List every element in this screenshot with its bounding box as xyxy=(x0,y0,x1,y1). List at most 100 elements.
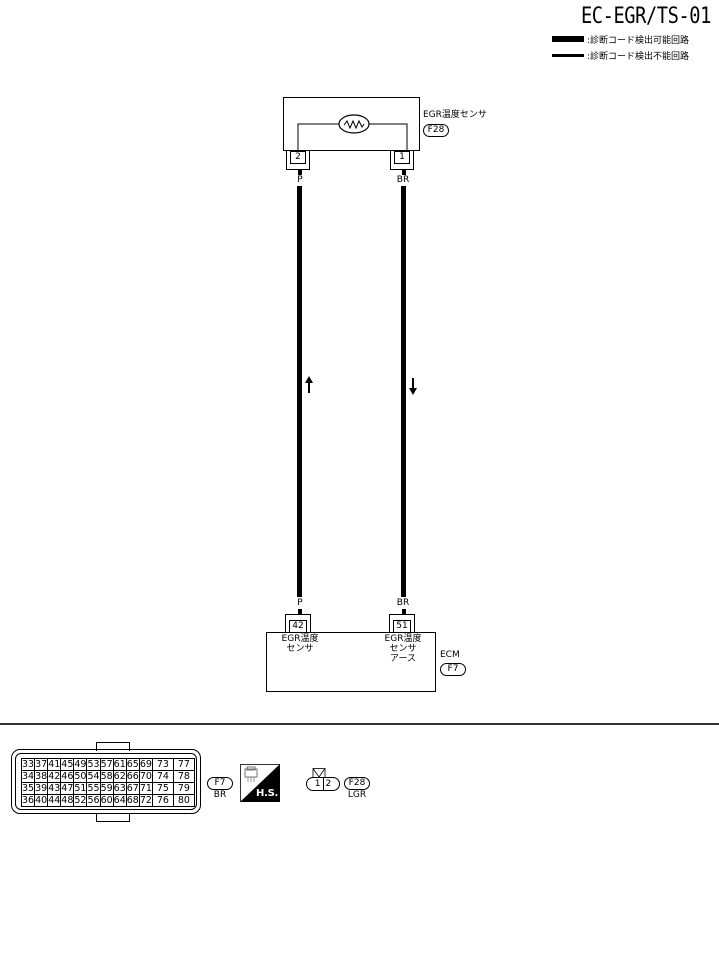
pin-cell: 64 xyxy=(112,794,127,807)
sensor-connector-badge: F28 xyxy=(423,124,449,137)
sensor-pin-2: 2 xyxy=(290,151,306,164)
connector-latch-bottom xyxy=(96,813,130,822)
f7-connector-inner xyxy=(15,753,197,810)
thin-line-swatch xyxy=(552,53,584,57)
label-line: センサ xyxy=(286,644,314,654)
arrow-down-icon xyxy=(409,378,417,395)
f28-connector-color: LGR xyxy=(347,790,367,800)
pin-cell: 39 xyxy=(34,782,49,795)
ecm-terminal-51-label: EGR温度 センサ アース xyxy=(373,634,433,664)
label-line: EGR温度 xyxy=(384,634,422,644)
ecm-pin-42: 42 xyxy=(289,620,307,633)
pin-bracket-2 xyxy=(286,151,310,170)
pin-cell: 60 xyxy=(99,794,114,807)
pin-cell: 37 xyxy=(34,758,49,771)
ecm-name: ECM xyxy=(440,650,460,660)
thermistor-icon xyxy=(297,114,408,153)
wire-stub xyxy=(298,609,302,615)
harness-side-icon xyxy=(240,764,280,802)
pin-cell: 43 xyxy=(47,782,62,795)
arrow-up-icon xyxy=(305,376,313,393)
f28-connector-face: 1 2 xyxy=(306,777,340,791)
legend-thick: :診断コード検出可能回路 xyxy=(552,33,690,46)
pin-cell: 58 xyxy=(99,770,114,783)
wire-color-top-right: BR xyxy=(396,175,410,185)
sensor-name: EGR温度センサ xyxy=(423,110,487,120)
pin-cell: 35 xyxy=(20,782,36,795)
wire-stub xyxy=(402,170,406,175)
pin-cell: 49 xyxy=(73,758,88,771)
sensor-pin-1: 1 xyxy=(394,151,410,164)
pin-cell: 79 xyxy=(172,782,195,795)
page-code: EC-EGR/TS-01 xyxy=(580,4,711,29)
f7-connector-color: BR xyxy=(213,790,227,800)
pin-cell: 53 xyxy=(86,758,101,771)
pin-cell: 66 xyxy=(125,770,140,783)
pin-cell: 44 xyxy=(47,794,62,807)
thick-line-swatch xyxy=(552,36,584,42)
ecm-pin-51: 51 xyxy=(393,620,411,633)
pin-cell: 80 xyxy=(172,794,195,807)
pin-cell: 50 xyxy=(73,770,88,783)
wire-stub xyxy=(298,170,302,175)
pin-cell: 74 xyxy=(151,770,174,783)
label-line: アース xyxy=(389,654,416,664)
pin-cell: 63 xyxy=(112,782,127,795)
pin-cell: 71 xyxy=(138,782,153,795)
pin-bracket-42 xyxy=(285,614,311,633)
label-line: EGR温度 xyxy=(281,634,319,644)
f28-pin-2: 2 xyxy=(325,779,332,789)
pin-cell: 69 xyxy=(138,758,153,771)
pin-cell: 73 xyxy=(151,758,174,771)
label-line: センサ xyxy=(389,644,417,654)
pin-cell: 76 xyxy=(151,794,174,807)
f7-connector-outer xyxy=(11,749,201,814)
pin-bracket-51 xyxy=(389,614,415,633)
pin-cell: 48 xyxy=(60,794,75,807)
f28-pin-1: 1 xyxy=(307,778,324,790)
pin-cell: 72 xyxy=(138,794,153,807)
pin-cell: 46 xyxy=(60,770,75,783)
legend-thin: :診断コード検出不能回路 xyxy=(552,49,690,62)
pin-cell: 38 xyxy=(34,770,49,783)
ecm-terminal-42-label: EGR温度 センサ xyxy=(270,634,330,654)
pin-cell: 70 xyxy=(138,770,153,783)
pin-cell: 68 xyxy=(125,794,140,807)
f7-connector-badge: F7 xyxy=(207,777,233,790)
legend-thin-label: :診断コード検出不能回路 xyxy=(587,51,690,62)
pin-cell: 77 xyxy=(172,758,195,771)
egr-temp-sensor-box xyxy=(283,97,420,151)
pin-cell: 61 xyxy=(112,758,127,771)
pin-cell: 51 xyxy=(73,782,88,795)
wire-p xyxy=(297,186,302,597)
pin-cell: 78 xyxy=(172,770,195,783)
pin-cell: 36 xyxy=(20,794,36,807)
wire-color-bottom-right: BR xyxy=(396,598,410,608)
pin-cell: 67 xyxy=(125,782,140,795)
legend-thick-label: :診断コード検出可能回路 xyxy=(587,35,690,46)
pin-cell: 42 xyxy=(47,770,62,783)
pin-cell: 65 xyxy=(125,758,140,771)
pin-cell: 56 xyxy=(86,794,101,807)
pin-cell: 55 xyxy=(86,782,101,795)
wire-color-top-left: P xyxy=(297,175,303,185)
pin-cell: 47 xyxy=(60,782,75,795)
f28-connector-badge: F28 xyxy=(344,777,370,790)
pin-cell: 45 xyxy=(60,758,75,771)
pin-bracket-1 xyxy=(390,151,414,170)
section-divider xyxy=(0,723,719,725)
ecm-box xyxy=(266,632,436,692)
pin-cell: 57 xyxy=(99,758,114,771)
pin-cell: 34 xyxy=(20,770,36,783)
pin-cell: 59 xyxy=(99,782,114,795)
pin-cell: 62 xyxy=(112,770,127,783)
wire-stub xyxy=(402,609,406,615)
pin-cell: 41 xyxy=(47,758,62,771)
wire-color-bottom-left: P xyxy=(297,598,303,608)
connector-latch-top xyxy=(96,742,130,751)
